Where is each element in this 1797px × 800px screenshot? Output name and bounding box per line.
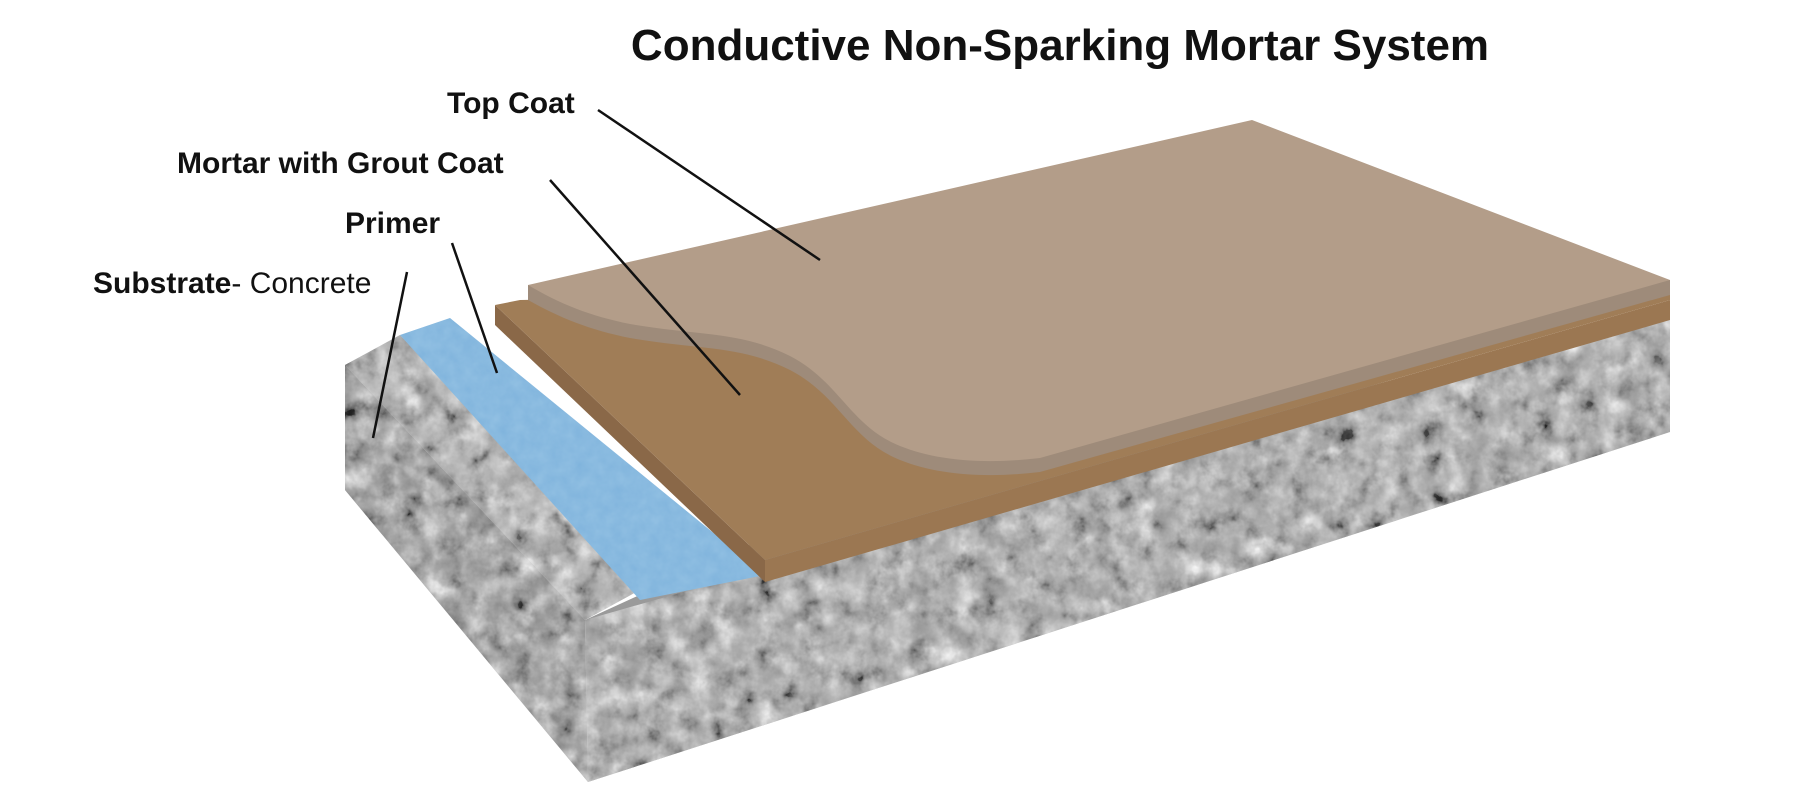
substrate-top-strip <box>345 335 640 620</box>
primer-layer <box>400 318 765 600</box>
label-substrate: Substrate- Concrete <box>93 267 371 300</box>
top-coat-layer <box>528 120 1670 476</box>
leader-primer <box>450 242 499 374</box>
leader-substrate <box>371 271 409 439</box>
label-substrate-bold: Substrate <box>93 267 231 300</box>
label-top-coat: Top Coat <box>447 87 575 120</box>
leader-top-coat <box>597 108 821 262</box>
substrate-front-face <box>345 310 1670 782</box>
leader-mortar <box>549 179 741 396</box>
diagram-title: Conductive Non-Sparking Mortar System <box>631 21 1489 70</box>
label-primer: Primer <box>345 207 440 240</box>
label-substrate-rest: - Concrete <box>231 267 371 300</box>
label-mortar: Mortar with Grout Coat <box>177 147 504 180</box>
